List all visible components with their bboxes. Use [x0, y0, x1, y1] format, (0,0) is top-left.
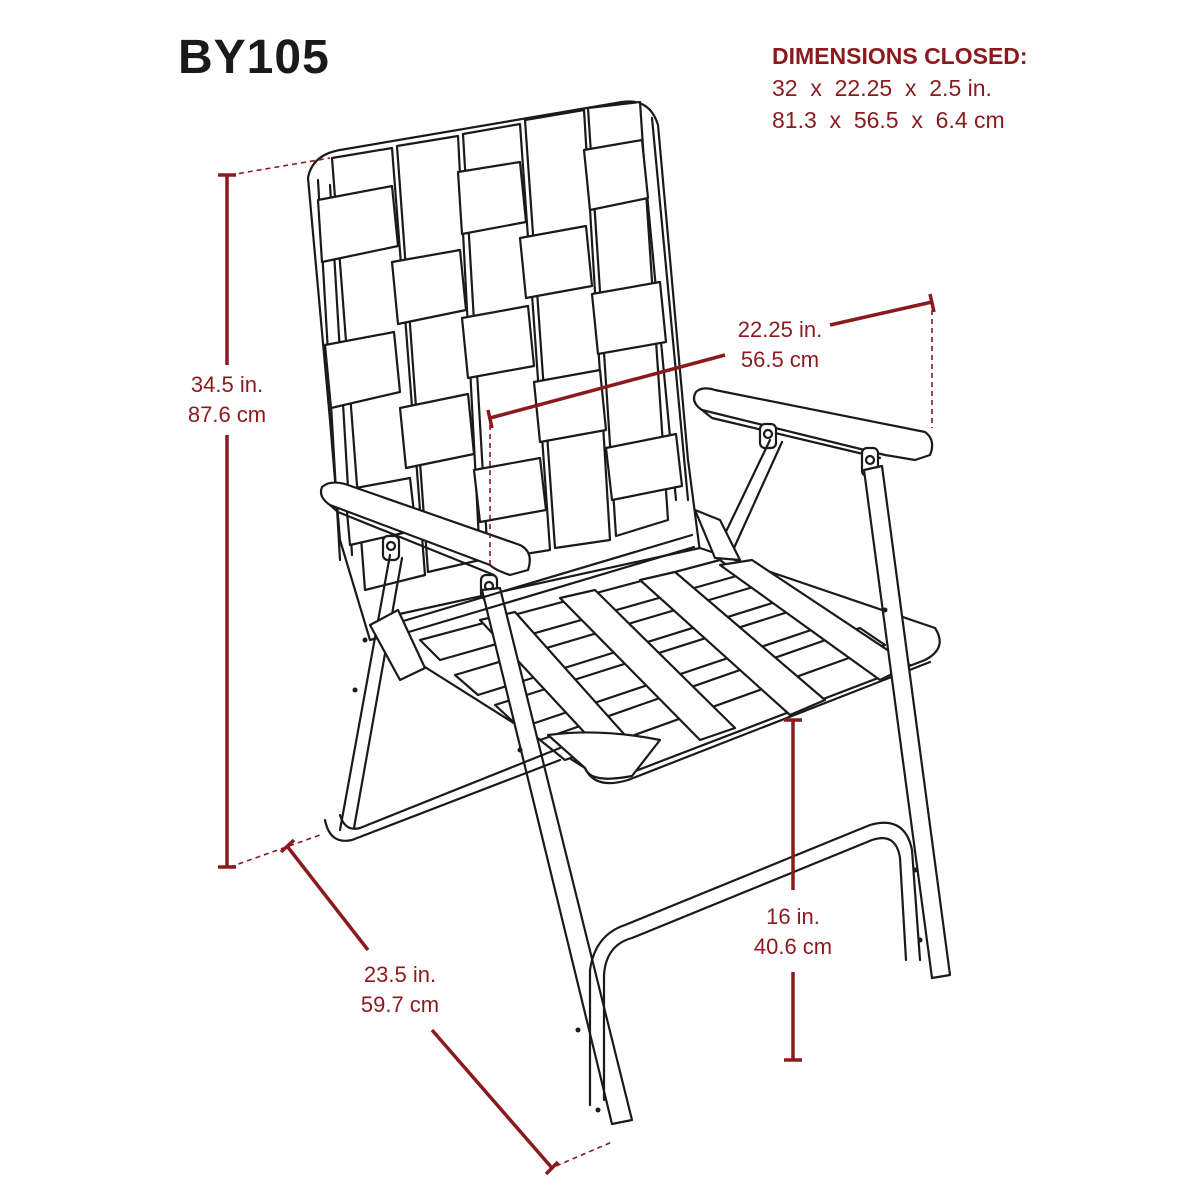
width-imperial: 22.25 in.	[737, 317, 823, 342]
width-dimension-line	[489, 353, 726, 420]
height-imperial: 34.5 in.	[190, 372, 264, 397]
left-front-leg	[480, 586, 634, 1126]
right-front-leg	[862, 464, 952, 980]
depth-dimension-line	[285, 844, 370, 952]
left-armrest	[319, 481, 531, 577]
closed-dimensions-block: DIMENSIONS CLOSED: 32 x 22.25 x 2.5 in. …	[772, 40, 1028, 136]
width-metric: 56.5 cm	[740, 347, 820, 372]
closed-dimensions-metric: 81.3 x 56.5 x 6.4 cm	[772, 107, 1005, 133]
right-rear-leg	[720, 438, 784, 550]
width-right-tick	[928, 293, 936, 313]
seat-crossbar	[398, 533, 696, 636]
rivets	[352, 607, 923, 1113]
left-rear-leg	[338, 553, 404, 832]
width-dimension-line-right	[829, 300, 933, 327]
right-armrest	[692, 387, 934, 462]
seat-height-metric: 40.6 cm	[753, 934, 833, 959]
depth-metric: 59.7 cm	[360, 992, 440, 1017]
depth-dimension-line-lower	[430, 1028, 554, 1170]
model-number: BY105	[178, 31, 330, 84]
height-label: 34.5 in. 87.6 cm	[137, 370, 317, 430]
right-armrest-underside	[700, 408, 882, 460]
seat-height-imperial: 16 in.	[766, 904, 820, 929]
height-extension-bottom	[229, 834, 321, 868]
closed-dimensions-heading: DIMENSIONS CLOSED:	[772, 43, 1028, 69]
left-armrest-underside	[328, 503, 496, 577]
side-seat-bracket	[693, 508, 742, 562]
closed-dimensions-imperial: 32 x 22.25 x 2.5 in.	[772, 75, 992, 101]
depth-imperial: 23.5 in.	[363, 962, 437, 987]
height-metric: 87.6 cm	[187, 402, 267, 427]
seat-straps	[418, 558, 912, 780]
width-left-tick	[486, 409, 494, 429]
depth-top-tick	[279, 838, 296, 854]
left-floor-runner	[323, 746, 562, 842]
depth-bottom-tick	[544, 1160, 560, 1176]
width-label: 22.25 in. 56.5 cm	[690, 315, 870, 375]
height-extension-top	[229, 157, 331, 176]
depth-extension-bottom	[555, 1141, 613, 1167]
depth-label: 23.5 in. 59.7 cm	[310, 960, 490, 1020]
seat-front-tube	[583, 660, 932, 785]
front-floor-runner	[588, 821, 922, 1107]
rear-seat-bracket	[368, 608, 427, 682]
back-horizontal-straps	[316, 138, 684, 547]
seat-height-label: 16 in. 40.6 cm	[703, 902, 883, 962]
